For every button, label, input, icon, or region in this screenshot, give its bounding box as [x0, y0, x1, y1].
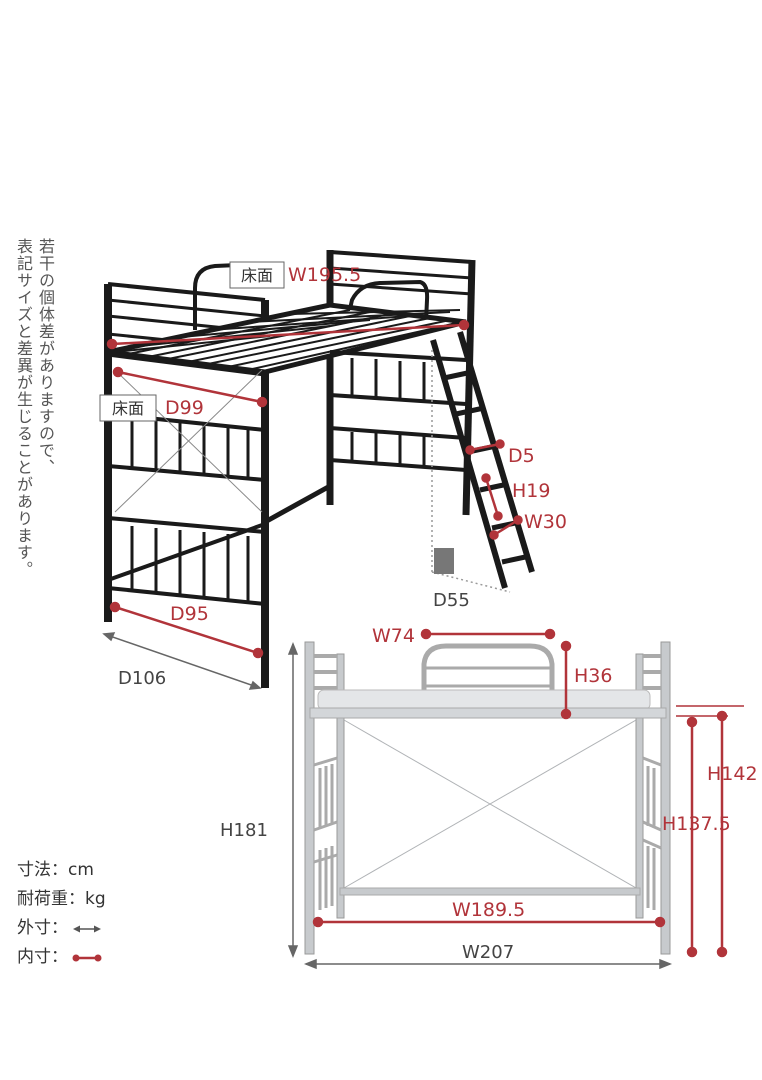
front-dimension-lines: [312, 628, 744, 958]
black-loft-bed: [104, 250, 535, 688]
dim-d95: D95: [170, 603, 209, 625]
disclaimer-line-2: 表記サイズと差異が生じることがあります。: [14, 238, 33, 578]
dim-h142: H142: [707, 763, 758, 785]
top-dimension-lines: [106, 319, 523, 659]
dot-line-icon: [72, 954, 102, 961]
floor-label-1: 床面: [241, 266, 273, 285]
double-arrow-icon: [73, 925, 101, 932]
dim-w30: W30: [524, 511, 567, 533]
dim-h181: H181: [220, 820, 268, 841]
ladder-footprint: [431, 350, 511, 593]
disclaimer-line-1: 若干の個体差がありますので、: [36, 238, 55, 476]
legend-inner: 内寸：: [17, 943, 106, 972]
outer-depth-arrow: [102, 632, 262, 690]
dim-w195: W195.5: [288, 264, 361, 286]
dim-w189: W189.5: [452, 899, 525, 921]
legend-outer: 外寸：: [17, 914, 106, 943]
dim-d5: D5: [508, 445, 535, 467]
floor-label-2: 床面: [112, 399, 144, 418]
legend-unit-load-label: 耐荷重：kg: [17, 889, 106, 909]
legend-outer-label: 外寸：: [17, 918, 68, 938]
dim-w74: W74: [372, 625, 415, 647]
floor-label-box-2: 床面: [99, 394, 157, 422]
dim-h36: H36: [574, 665, 612, 687]
dim-w207: W207: [462, 942, 514, 963]
dim-d55: D55: [433, 590, 470, 611]
front-outer-arrows: [287, 641, 673, 970]
legend-unit-load: 耐荷重：kg: [17, 885, 106, 914]
dim-h19: H19: [512, 480, 550, 502]
dim-d99: D99: [165, 397, 204, 419]
dim-d106: D106: [118, 668, 166, 689]
silver-bed-front-view: [304, 641, 671, 955]
legend-inner-label: 内寸：: [17, 947, 68, 967]
legend-unit-size-label: 寸法：cm: [17, 860, 94, 880]
dim-h137: H137.5: [662, 813, 731, 835]
legend-unit-size: 寸法：cm: [17, 856, 106, 885]
floor-label-box-1: 床面: [229, 261, 285, 289]
legend: 寸法：cm 耐荷重：kg 外寸： 内寸：: [17, 856, 106, 972]
disclaimer-note: 若干の個体差がありますので、 表記サイズと差異が生じることがあります。: [12, 238, 56, 578]
